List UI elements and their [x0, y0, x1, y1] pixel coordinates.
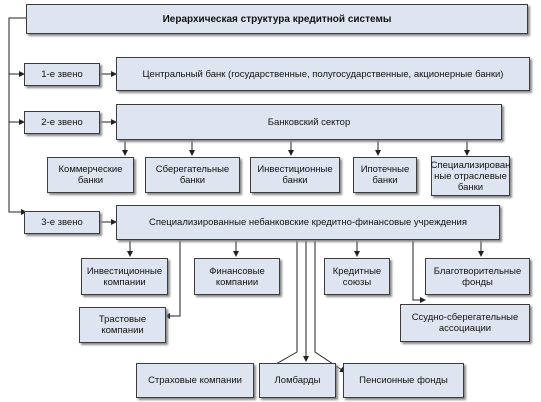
mortgage-banks-box: Ипотечные банки [353, 157, 417, 193]
investment-banks-box: Инвестиционные банки [250, 157, 340, 193]
banking-sector-box: Банковский сектор [116, 104, 502, 140]
pawnshops-box: Ломбарды [259, 363, 336, 398]
savings-loan-associations-box: Ссудно-сберегательные ассоциации [400, 304, 530, 342]
investment-companies-box: Инвестиционные компании [81, 258, 168, 295]
level-2-label: 2-е звено [24, 111, 100, 134]
trust-companies-box: Трастовые компании [79, 307, 166, 343]
specialized-banks-box: Специализирован ные отраслевые банки [431, 156, 510, 196]
commercial-banks-box: Коммерческие банки [47, 157, 134, 193]
nonbank-sector-box: Специализированные небанковские кредитно… [116, 205, 500, 240]
diagram-title: Иерархическая структура кредитной систем… [26, 4, 528, 34]
savings-banks-box: Сберегательные банки [145, 157, 240, 193]
level-1-label: 1-е звено [24, 63, 100, 86]
central-bank-box: Центральный банк (государственные, полуг… [116, 57, 530, 91]
credit-unions-box: Кредитные союзы [324, 258, 390, 295]
financial-companies-box: Финансовые компании [194, 258, 280, 295]
charitable-funds-box: Благотворительные фонды [425, 258, 530, 295]
pension-funds-box: Пенсионные фонды [343, 363, 464, 398]
insurance-companies-box: Страховые компании [136, 363, 254, 398]
level-3-label: 3-е звено [24, 211, 100, 234]
